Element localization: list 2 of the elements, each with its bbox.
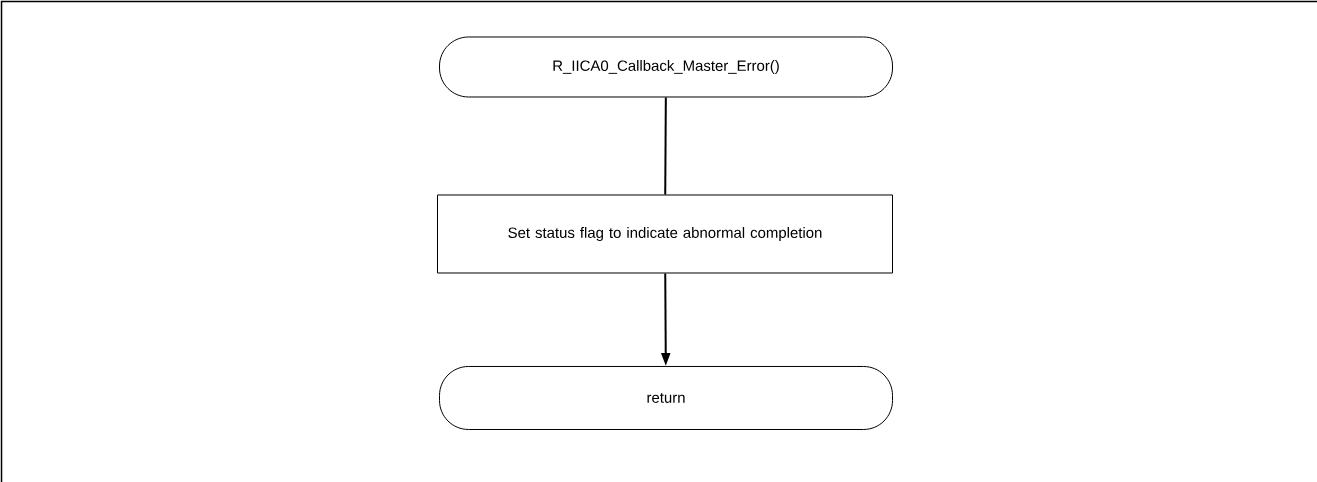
connector-line: [664, 96, 667, 196]
process-box: Set status flag to indicate abnormal completion: [437, 194, 893, 274]
